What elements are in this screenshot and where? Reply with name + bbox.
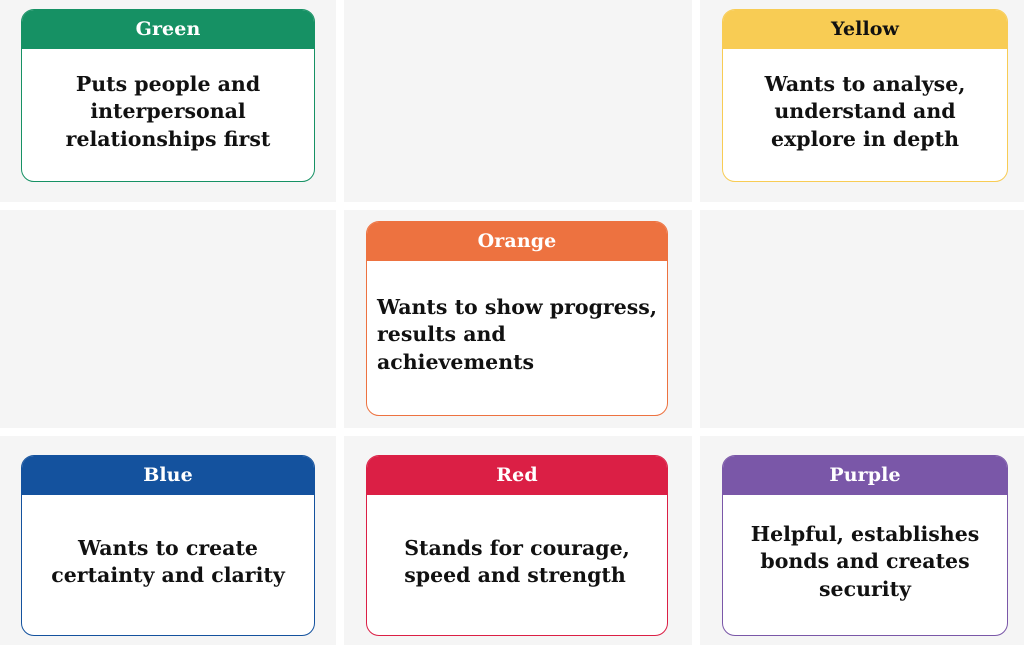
- card-blue-body: Wants to create certainty and clarity: [22, 495, 314, 635]
- grid-cell-r3c3: Purple Helpful, establishes bonds and cr…: [700, 436, 1024, 645]
- card-blue-header: Blue: [22, 456, 314, 495]
- grid-gap-col2-col3-row1: [692, 0, 700, 202]
- grid-gap-row2-row3-c1: [0, 428, 336, 436]
- card-blue-description: Wants to create certainty and clarity: [51, 535, 285, 587]
- grid-gap-col2-col3-row3: [692, 436, 700, 645]
- card-orange-description: Wants to show progress, results and achi…: [377, 294, 657, 374]
- card-green-description: Puts people and interpersonal relationsh…: [65, 71, 271, 151]
- card-orange-header: Orange: [367, 222, 667, 261]
- card-yellow-header: Yellow: [723, 10, 1007, 49]
- card-purple-body: Helpful, establishes bonds and creates s…: [723, 495, 1007, 635]
- grid-gap-row1-row2-c1: [0, 202, 336, 210]
- grid-cell-r1c2-empty: [344, 0, 692, 202]
- grid-cell-r2c3-empty: [700, 210, 1024, 428]
- grid-cell-r1c1: Green Puts people and interpersonal rela…: [0, 0, 336, 202]
- grid-cell-r1c3: Yellow Wants to analyse, understand and …: [700, 0, 1024, 202]
- card-green[interactable]: Green Puts people and interpersonal rela…: [21, 9, 315, 182]
- grid-gap-col2-col3-row2: [692, 210, 700, 428]
- grid-gap-junction-a: [336, 202, 344, 210]
- card-yellow[interactable]: Yellow Wants to analyse, understand and …: [722, 9, 1008, 182]
- card-purple[interactable]: Purple Helpful, establishes bonds and cr…: [722, 455, 1008, 636]
- card-blue[interactable]: Blue Wants to create certainty and clari…: [21, 455, 315, 636]
- grid-gap-junction-d: [692, 428, 700, 436]
- grid-gap-junction-b: [692, 202, 700, 210]
- grid-cell-r3c1: Blue Wants to create certainty and clari…: [0, 436, 336, 645]
- card-red[interactable]: Red Stands for courage, speed and streng…: [366, 455, 668, 636]
- card-yellow-description: Wants to analyse, understand and explore…: [764, 71, 966, 151]
- grid-gap-row2-row3-c3: [700, 428, 1024, 436]
- card-purple-header: Purple: [723, 456, 1007, 495]
- grid-gap-row2-row3-c2: [344, 428, 692, 436]
- card-green-header: Green: [22, 10, 314, 49]
- card-purple-description: Helpful, establishes bonds and creates s…: [750, 521, 980, 601]
- card-orange[interactable]: Orange Wants to show progress, results a…: [366, 221, 668, 416]
- grid-cell-r3c2: Red Stands for courage, speed and streng…: [344, 436, 692, 645]
- grid-cell-r2c2: Orange Wants to show progress, results a…: [344, 210, 692, 428]
- grid-gap-junction-c: [336, 428, 344, 436]
- card-red-body: Stands for courage, speed and strength: [367, 495, 667, 635]
- grid-gap-col1-col2-row3: [336, 436, 344, 645]
- card-red-description: Stands for courage, speed and strength: [404, 535, 630, 587]
- grid-gap-col1-col2-row1: [336, 0, 344, 202]
- card-green-body: Puts people and interpersonal relationsh…: [22, 49, 314, 181]
- grid-gap-row1-row2-c2: [344, 202, 692, 210]
- grid-gap-col1-col2-row2: [336, 210, 344, 428]
- card-red-header: Red: [367, 456, 667, 495]
- grid-cell-r2c1-empty: [0, 210, 336, 428]
- grid-gap-row1-row2-c3: [700, 202, 1024, 210]
- card-yellow-body: Wants to analyse, understand and explore…: [723, 49, 1007, 181]
- card-orange-body: Wants to show progress, results and achi…: [367, 261, 667, 415]
